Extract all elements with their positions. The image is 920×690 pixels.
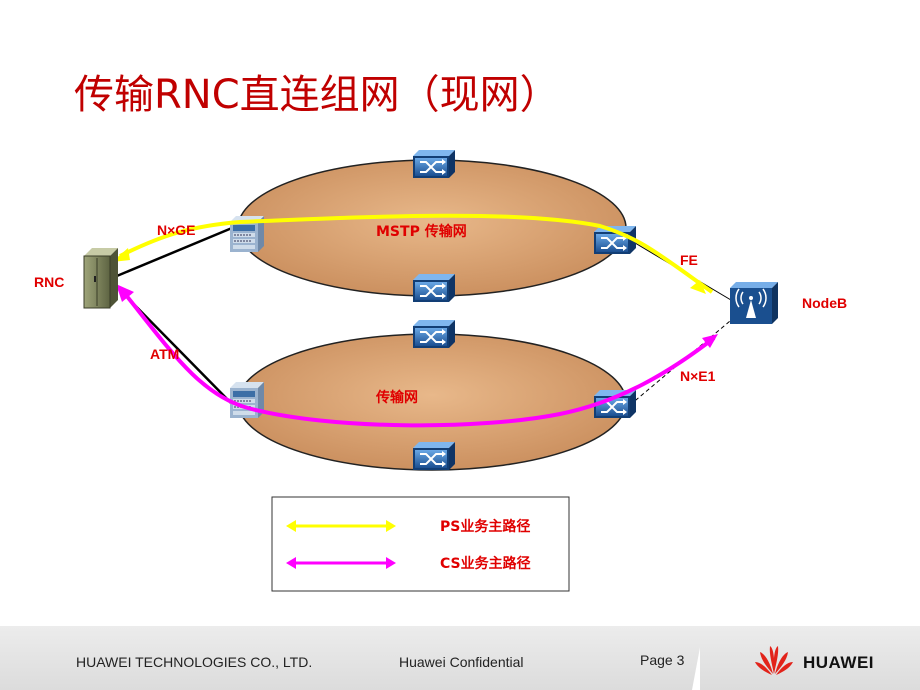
cs-arrow-right	[702, 334, 718, 348]
legend-ps-suffix: 主路径	[488, 518, 530, 535]
bottom-switch-bottom-icon	[412, 441, 456, 471]
brand-name: HUAWEI	[803, 653, 874, 672]
legend: PS业务主路径 CS业务主路径	[271, 496, 570, 592]
legend-cs-suffix: 主路径	[489, 555, 531, 572]
footer-confidential: Huawei Confidential	[399, 654, 524, 670]
cs-arrow-left	[116, 284, 134, 302]
page-number: Page 3	[640, 652, 685, 668]
legend-ps-prefix: PS业务	[440, 518, 489, 535]
legend-cs-prefix: CS业务	[440, 555, 490, 572]
footer-company: HUAWEI TECHNOLOGIES CO., LTD.	[76, 654, 313, 670]
footer: HUAWEI TECHNOLOGIES CO., LTD. Huawei Con…	[0, 626, 920, 690]
atm-label: ATM	[150, 346, 179, 362]
huawei-logo-icon	[755, 646, 793, 675]
svg-text:PS业务主路径: PS业务主路径	[440, 518, 530, 535]
ps-main-path	[119, 213, 714, 294]
nodeb-label: NodeB	[802, 295, 847, 311]
rnc-cabinet-icon	[83, 248, 118, 309]
nxe1-label: N×E1	[680, 368, 716, 384]
nxge-link	[111, 226, 233, 280]
nxe1-link	[629, 315, 737, 406]
bottom-ring-label: 传输网	[375, 389, 418, 406]
cs-main-path	[120, 288, 716, 428]
top-switch-top-icon	[412, 149, 456, 179]
ps-arrow-right	[690, 280, 706, 294]
nxge-label: N×GE	[157, 222, 196, 238]
nodeb-antenna-icon	[730, 282, 778, 324]
top-switch-bottom-icon	[412, 273, 456, 303]
bottom-switch-top-icon	[412, 319, 456, 349]
fe-label: FE	[680, 252, 698, 268]
network-diagram: MSTP 传输网 传输网 RNC NodeB N×GE ATM FE	[34, 149, 847, 592]
page-title: 传输RNC直连组网（现网）	[74, 72, 560, 118]
footer-divider	[692, 647, 700, 690]
top-ring-label: MSTP 传输网	[376, 223, 467, 240]
svg-text:CS业务主路径: CS业务主路径	[440, 555, 531, 572]
rnc-label: RNC	[34, 274, 64, 290]
